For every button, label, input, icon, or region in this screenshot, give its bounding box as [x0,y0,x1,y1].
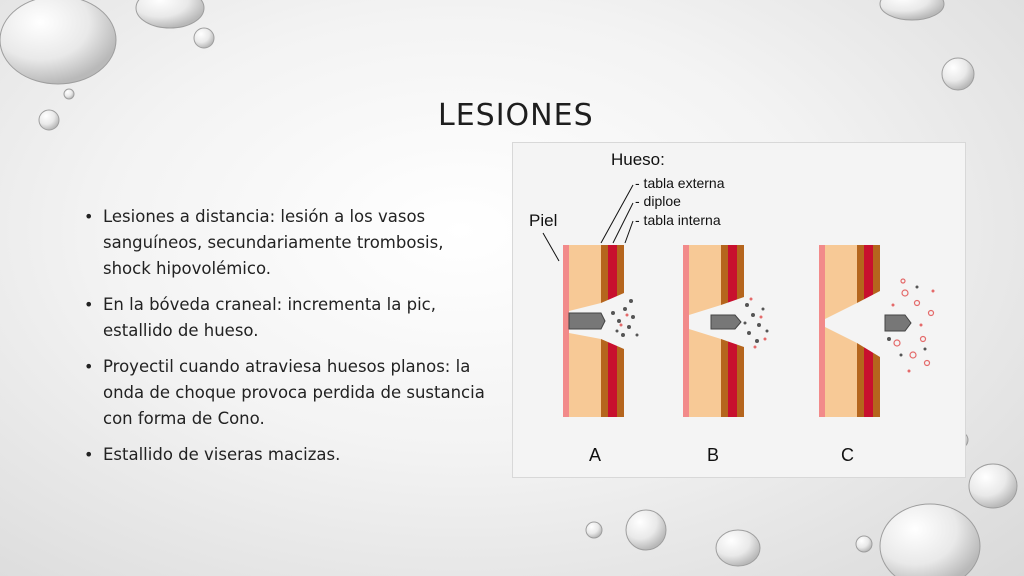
piel-label: Piel [529,211,557,230]
panel-c-skull-section: C [819,245,935,465]
pointer-lines [542,184,634,262]
bullet-item: Estallido de viseras macizas. [82,442,492,468]
panel-a-label: A [589,445,601,465]
bullet-item: Lesiones a distancia: lesión a los vasos… [82,204,492,282]
panel-c-label: C [841,445,854,465]
bullet-list: Lesiones a distancia: lesión a los vasos… [82,204,492,478]
bullet-item: Proyectil cuando atraviesa huesos planos… [82,354,492,432]
slide-title: LESIONES [438,98,594,133]
hueso-label: Hueso: [611,150,665,169]
panel-a-skull-section: A [563,245,639,465]
layer-label-diploe: - diploe [635,193,681,209]
layer-label-interna: - tabla interna [635,212,721,228]
bullet-item: En la bóveda craneal: incrementa la pic,… [82,292,492,344]
bone-injury-diagram: Hueso: - tabla externa - diploe - tabla … [512,142,966,478]
panel-b-label: B [707,445,719,465]
panel-b-skull-section: B [683,245,769,465]
layer-label-externa: - tabla externa [635,175,725,191]
